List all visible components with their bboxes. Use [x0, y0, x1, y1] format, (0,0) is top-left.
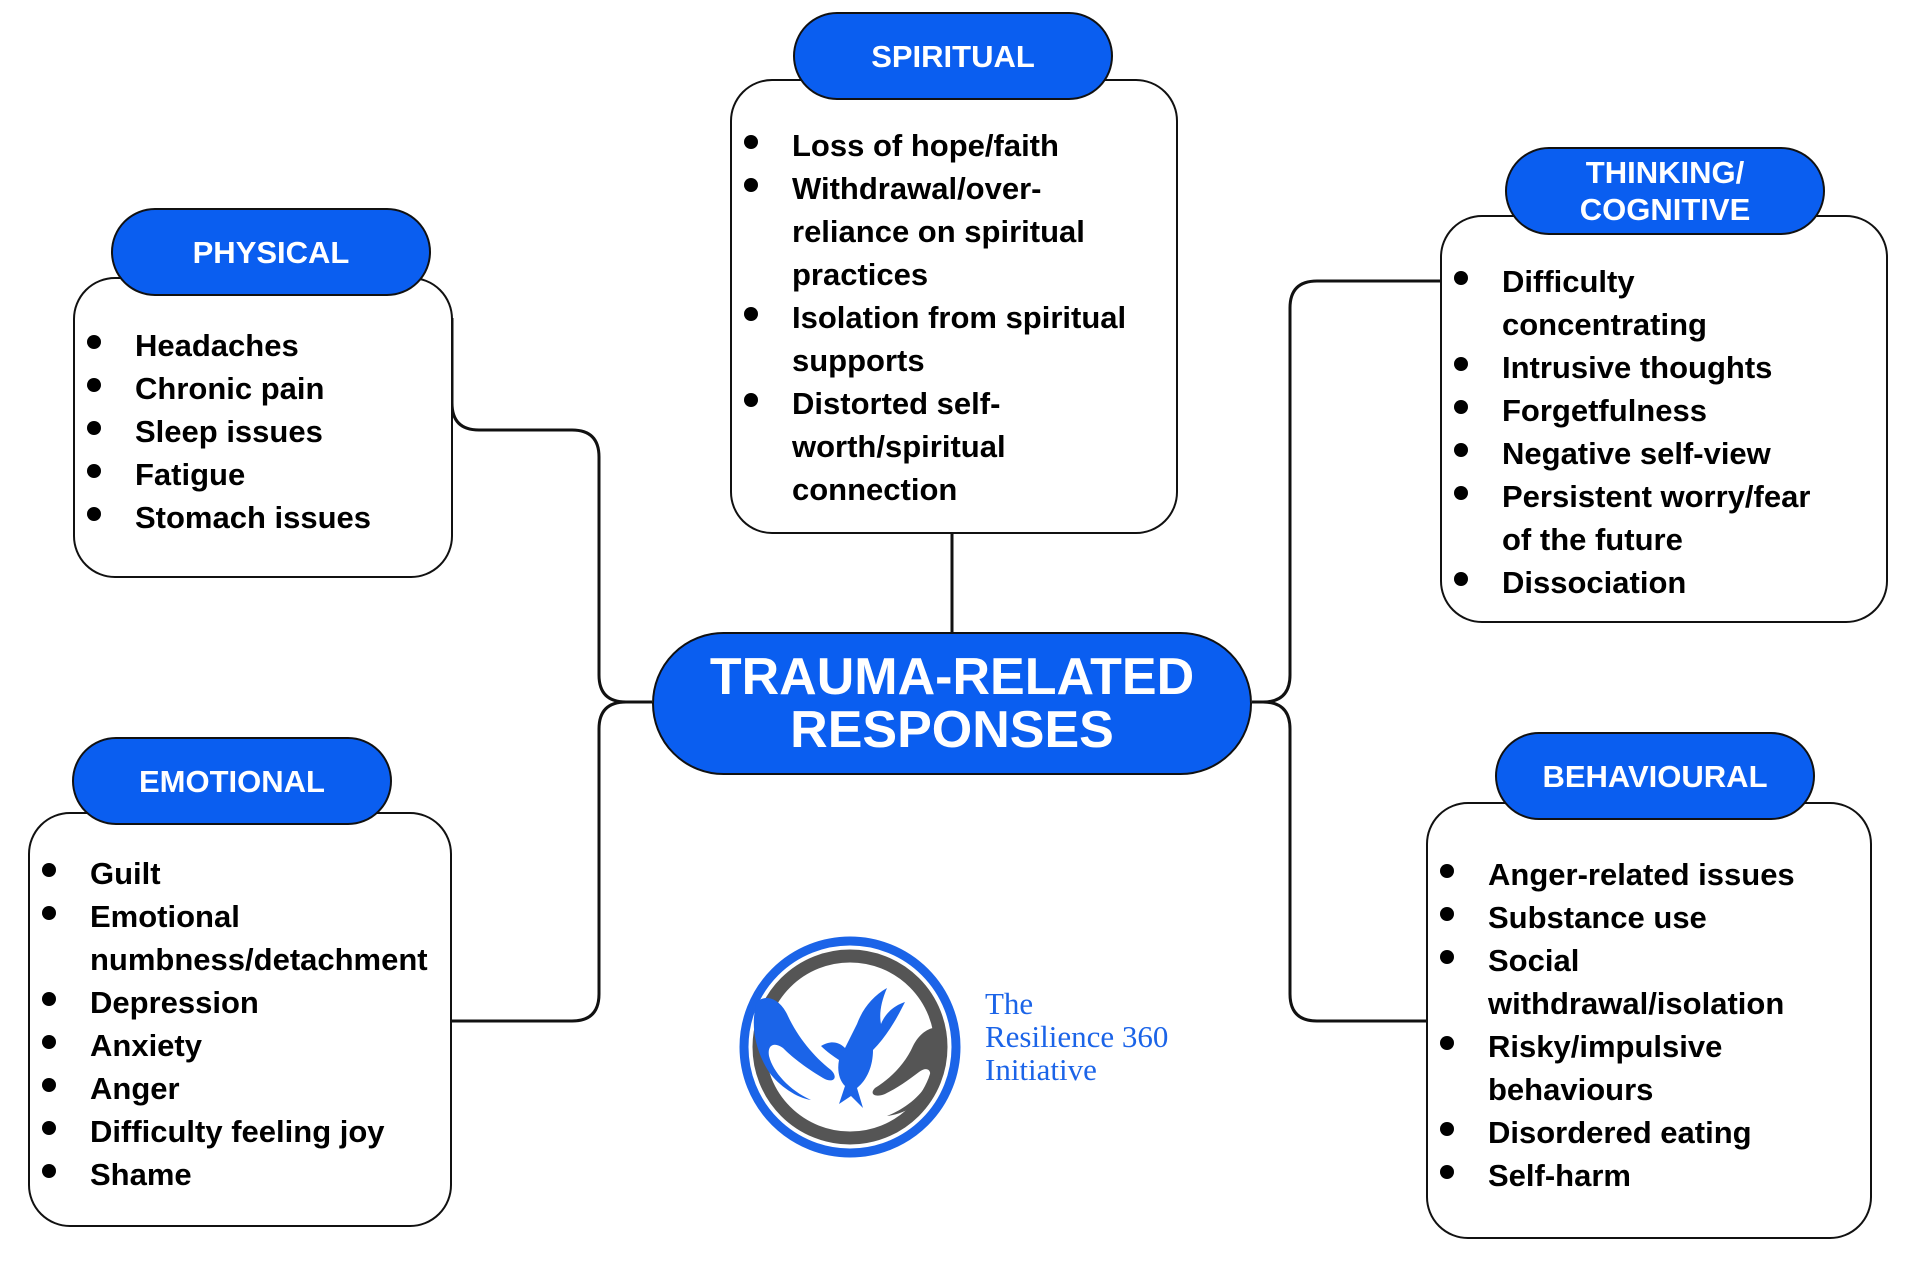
bullet-icon [1440, 907, 1454, 921]
bullet-icon [87, 335, 101, 349]
list-item: Dissociation [1442, 561, 1886, 604]
list-item: Risky/impulsive [1428, 1025, 1870, 1068]
connector-physical [450, 318, 652, 704]
list-item-continued: practices [792, 257, 929, 292]
list-item: Self-harm [1428, 1154, 1870, 1197]
center-title: TRAUMA-RELATED RESPONSES [652, 632, 1252, 775]
list-item-continued: withdrawal/isolation [1488, 986, 1785, 1021]
thinking-header: THINKING/ COGNITIVE [1505, 147, 1825, 235]
list-item-continued: concentrating [1502, 307, 1707, 342]
bullet-icon [42, 992, 56, 1006]
bullet-icon [87, 421, 101, 435]
bullet-icon [744, 393, 758, 407]
list-item: Isolation from spiritual [732, 296, 1176, 339]
list-item: Fatigue [75, 453, 451, 496]
bullet-icon [744, 135, 758, 149]
list-item: Sleep issues [75, 410, 451, 453]
list-item: Stomach issues [75, 496, 451, 539]
bullet-icon [1440, 950, 1454, 964]
bullet-icon [1440, 1165, 1454, 1179]
list-item: Anger [30, 1067, 450, 1110]
logo-text: The Resilience 360 Initiative [985, 986, 1169, 1087]
bullet-icon [744, 178, 758, 192]
bullet-icon [87, 378, 101, 392]
list-item: Substance use [1428, 896, 1870, 939]
bullet-icon [1440, 1122, 1454, 1136]
bullet-icon [1454, 443, 1468, 457]
list-item: Intrusive thoughts [1442, 346, 1886, 389]
list-item-continued: of the future [1502, 522, 1683, 557]
bullet-icon [42, 1164, 56, 1178]
bullet-icon [87, 464, 101, 478]
list-item: Emotional [30, 895, 450, 938]
connector-emotional [452, 700, 652, 1023]
list-item-continued: supports [792, 343, 925, 378]
spiritual-box: Loss of hope/faith Withdrawal/over- reli… [730, 79, 1178, 534]
list-item-continued: behaviours [1488, 1072, 1654, 1107]
bullet-icon [1440, 1036, 1454, 1050]
dove-hands-circle-icon [739, 936, 961, 1158]
list-item: Guilt [30, 852, 450, 895]
bullet-icon [42, 1035, 56, 1049]
list-item: Loss of hope/faith [732, 124, 1176, 167]
bullet-icon [1454, 572, 1468, 586]
list-item-continued: numbness/detachment [90, 942, 428, 977]
list-item: Social [1428, 939, 1870, 982]
bullet-icon [1454, 271, 1468, 285]
list-item: Forgetfulness [1442, 389, 1886, 432]
bullet-icon [42, 863, 56, 877]
physical-header: PHYSICAL [111, 208, 431, 296]
bullet-icon [1454, 400, 1468, 414]
bullet-icon [1454, 486, 1468, 500]
list-item-continued: connection [792, 472, 958, 507]
list-item: Chronic pain [75, 367, 451, 410]
list-item: Withdrawal/over- [732, 167, 1176, 210]
bullet-icon [42, 1121, 56, 1135]
connector-thinking [1252, 279, 1440, 704]
spiritual-header: SPIRITUAL [793, 12, 1113, 100]
bullet-icon [1454, 357, 1468, 371]
list-item: Distorted self- [732, 382, 1176, 425]
physical-box: Headaches Chronic pain Sleep issues Fati… [73, 277, 453, 578]
list-item: Anger-related issues [1428, 853, 1870, 896]
list-item: Difficulty feeling joy [30, 1110, 450, 1153]
bullet-icon [744, 307, 758, 321]
emotional-box: Guilt Emotional numbness/detachment Depr… [28, 812, 452, 1227]
bullet-icon [42, 1078, 56, 1092]
thinking-box: Difficulty concentrating Intrusive thoug… [1440, 215, 1888, 623]
list-item: Persistent worry/fear [1442, 475, 1886, 518]
list-item: Difficulty [1442, 260, 1886, 303]
list-item: Negative self-view [1442, 432, 1886, 475]
bullet-icon [1440, 864, 1454, 878]
list-item-continued: reliance on spiritual [792, 214, 1085, 249]
emotional-header: EMOTIONAL [72, 737, 392, 825]
bullet-icon [42, 906, 56, 920]
behavioural-box: Anger-related issues Substance use Socia… [1426, 802, 1872, 1239]
list-item: Headaches [75, 324, 451, 367]
list-item: Disordered eating [1428, 1111, 1870, 1154]
behavioural-header: BEHAVIOURAL [1495, 732, 1815, 820]
list-item: Shame [30, 1153, 450, 1196]
list-item: Anxiety [30, 1024, 450, 1067]
bullet-icon [87, 507, 101, 521]
connector-behavioural [1252, 700, 1426, 1023]
list-item: Depression [30, 981, 450, 1024]
list-item-continued: worth/spiritual [792, 429, 1006, 464]
